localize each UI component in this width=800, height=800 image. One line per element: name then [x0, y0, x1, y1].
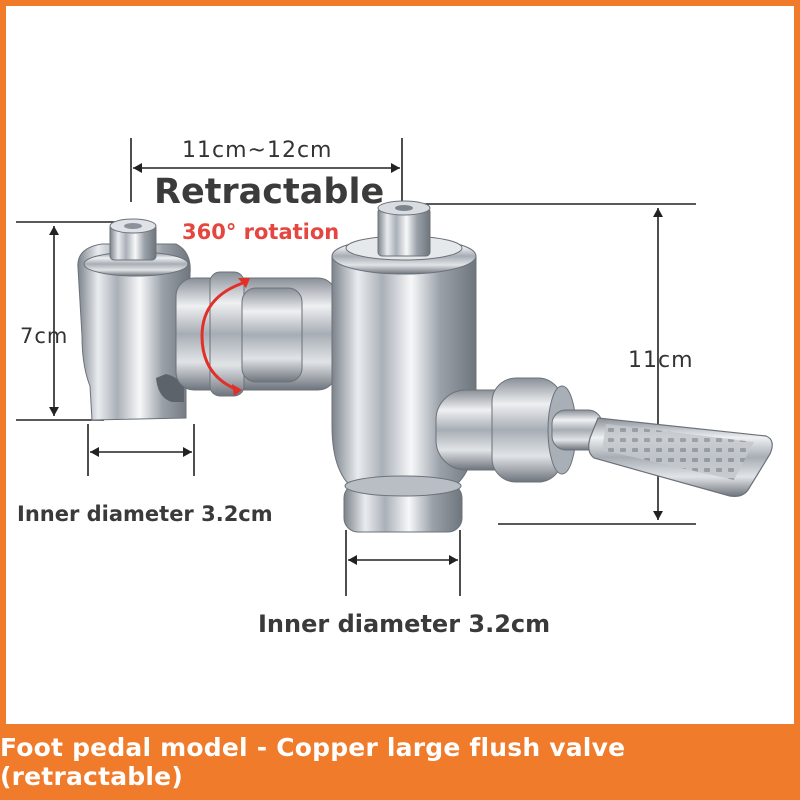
rotation-arrow-icon: [200, 278, 250, 396]
flush-valve-photo: [16, 138, 773, 596]
inner-diameter-left-label: Inner diameter 3.2cm: [17, 502, 273, 526]
left-height-label: 7cm: [20, 324, 69, 348]
inner-diameter-bottom-label: Inner diameter 3.2cm: [258, 610, 551, 638]
footer-caption: Foot pedal model - Copper large flush va…: [0, 724, 800, 800]
product-image-area: 11cm~12cm Retractable 360° rotation 7cm …: [6, 6, 794, 724]
top-width-label: 11cm~12cm: [182, 138, 333, 163]
retractable-title: Retractable: [154, 172, 385, 212]
right-height-label: 11cm: [628, 348, 694, 373]
rotation-subtitle: 360° rotation: [182, 220, 340, 244]
dimension-lines: [16, 138, 696, 596]
